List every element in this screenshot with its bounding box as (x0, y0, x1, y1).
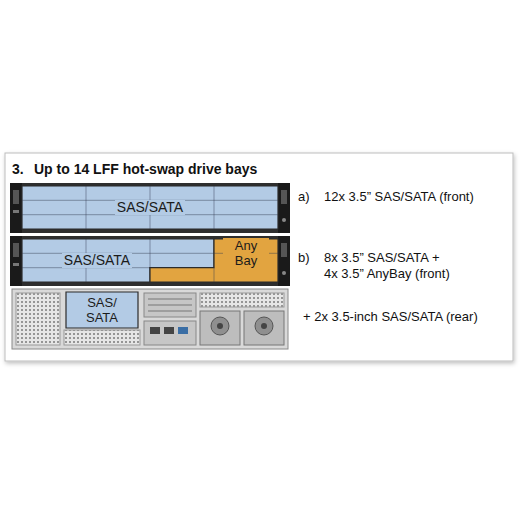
panel-frame (5, 153, 513, 361)
sas-sata-bay-region: SAS/SATA (22, 186, 278, 229)
figure-title: Up to 14 LFF hot-swap drive bays (34, 161, 257, 177)
spec-note: + 2x 3.5-inch SAS/SATA (rear) (303, 309, 478, 324)
front-chassis (10, 183, 290, 233)
rear-bay-region: SAS/ SATA (66, 292, 138, 328)
anybay-region: Any Bay (150, 239, 278, 282)
spec-note: b) (298, 250, 310, 265)
bay-shape (150, 239, 278, 282)
bay-label: SAS/SATA (62, 253, 132, 268)
bay-label: SAS/SATA (115, 200, 185, 215)
rear-chassis (12, 289, 288, 349)
bay-shape (22, 186, 278, 229)
callout-number: 3. (12, 162, 24, 177)
drive-slot-line (214, 268, 215, 282)
drive-slot-line (86, 186, 87, 229)
spec-note: 4x 3.5” AnyBay (front) (324, 266, 450, 281)
spec-note: a) (298, 189, 310, 204)
drive-slot-line (214, 186, 215, 229)
text-area: Any Bay (214, 239, 278, 268)
bay-label: SAS/ SATA (78, 295, 126, 325)
front-chassis (10, 236, 290, 286)
spec-note: 12x 3.5” SAS/SATA (front) (324, 189, 474, 204)
text-area: SAS/SATA (22, 186, 278, 229)
bay-label: Any Bay (223, 238, 269, 268)
text-area: SAS/ SATA (66, 292, 138, 328)
bay-shape (66, 292, 138, 328)
spec-note: 8x 3.5” SAS/SATA + (324, 250, 440, 265)
